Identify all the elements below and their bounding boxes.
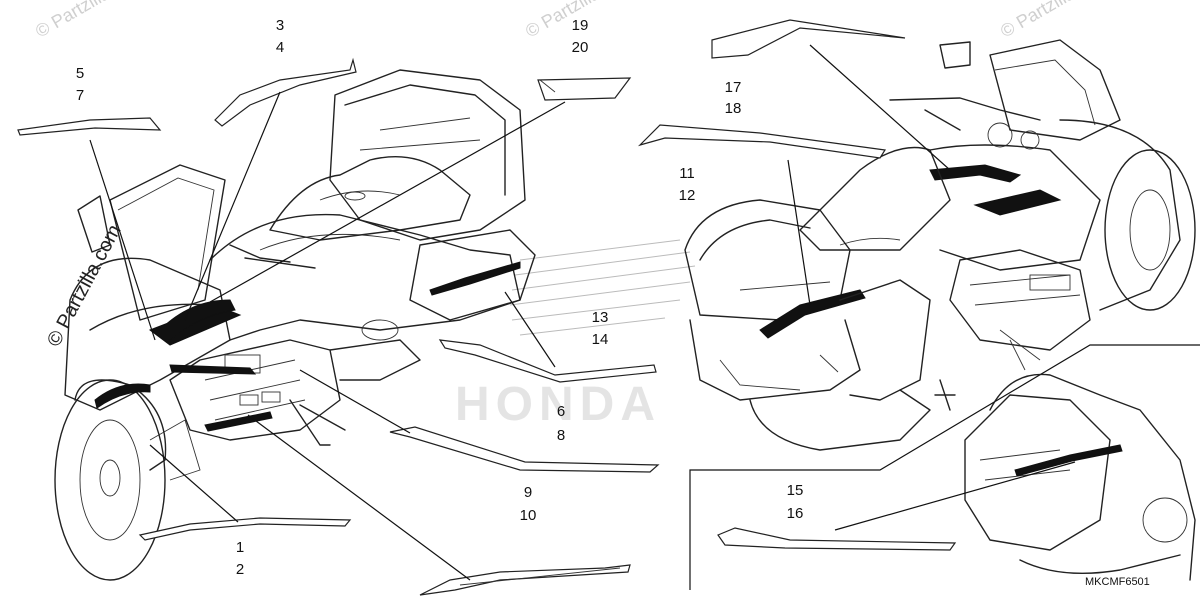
decal-9-10 [419,564,631,596]
callout-3-4: 3 4 [276,17,284,56]
decal-15-16 [717,527,957,551]
callout-number: 3 [276,17,284,34]
callout-number: 16 [787,505,804,522]
callout-number: 11 [679,165,695,182]
callout-number: 12 [679,187,696,204]
decal-13-14 [438,339,657,383]
callout-number: 13 [592,309,609,326]
inset-saddlebag [689,344,1200,590]
corner-watermark-3: © Partzilla.com [997,0,1112,41]
decal-parts [17,19,957,596]
decal-1-2 [138,517,352,541]
callout-13-14: 13 14 [592,309,609,348]
callout-1-2: 1 2 [236,539,244,578]
callout-6-8: 6 8 [557,403,565,444]
diagram-code: MKCMF6501 [1085,576,1150,588]
honda-watermark-text: HONDA [455,378,661,431]
callout-number: 10 [520,507,537,524]
motorcycle-right-view [684,39,1196,451]
callout-19-20: 19 20 [572,17,589,56]
callout-number: 20 [572,39,589,56]
decal-17-18 [711,19,906,59]
decal-11-12 [637,124,887,159]
leader-lines [89,44,1076,581]
corner-watermark-1: © Partzilla.com [32,0,147,41]
callout-number: 4 [276,39,284,56]
callout-number: 6 [557,403,565,420]
callout-number: 19 [572,17,589,34]
callout-number: 2 [236,561,244,578]
callout-number: 17 [725,79,742,96]
inset-border [689,344,1200,590]
honda-watermark: HONDA [455,239,696,431]
decal-5-7 [17,117,162,136]
decal-3-4 [214,57,357,127]
honda-wing-logo [509,239,696,336]
callout-number: 7 [76,87,84,104]
callout-17-18: 17 18 [725,79,742,117]
callout-number: 18 [725,100,742,117]
callout-number: 14 [592,331,609,348]
callout-number: 8 [557,427,565,444]
decal-6-8 [389,426,660,473]
callout-11-12: 11 12 [679,165,696,204]
callout-5-7: 5 7 [76,65,84,104]
callout-9-10: 9 10 [520,484,537,524]
callout-15-16: 15 16 [787,482,804,522]
callout-number: 15 [787,482,804,499]
callout-number: 9 [524,484,532,501]
motorcycle-left-view [54,69,536,581]
callout-number: 1 [236,539,244,556]
decal-19-20 [537,77,632,101]
callout-number: 5 [76,65,84,82]
side-watermark: © Partzilla.com [43,221,126,350]
